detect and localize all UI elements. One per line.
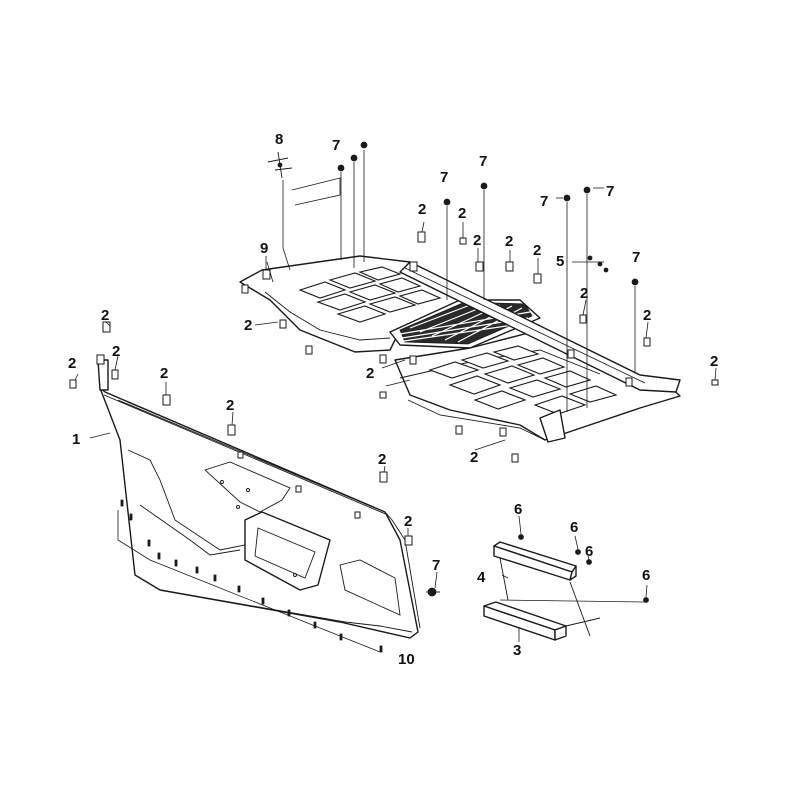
callout-7-dashes — [556, 187, 604, 199]
upper-leaders — [254, 150, 717, 451]
callout-3: 3 — [513, 642, 521, 659]
upper-floor-panels — [239, 255, 681, 443]
callout-9: 9 — [260, 240, 268, 257]
callout-2: 2 — [710, 353, 718, 370]
callout-10: 10 — [398, 651, 415, 668]
callout-6: 6 — [642, 567, 650, 584]
front-skid-plate — [97, 359, 421, 639]
callout-2: 2 — [458, 205, 466, 222]
rivet-row — [117, 499, 383, 653]
callout-6: 6 — [514, 501, 522, 518]
callout-7: 7 — [479, 153, 487, 170]
callout-7: 7 — [332, 137, 340, 154]
callout-6: 6 — [570, 519, 578, 536]
callout-7: 7 — [540, 193, 548, 210]
callout-5: 5 — [556, 253, 564, 270]
callout-2: 2 — [112, 343, 120, 360]
callout-2: 2 — [533, 242, 541, 259]
callout-1: 1 — [72, 431, 80, 448]
callout-4: 4 — [477, 569, 486, 586]
callouts: 1 2 2 2 2 2 2 2 2 2 2 2 2 2 2 2 2 2 2 3 … — [68, 131, 718, 668]
callout-2: 2 — [101, 307, 109, 324]
callout-7: 7 — [632, 249, 640, 266]
callout-2: 2 — [68, 355, 76, 372]
front-plate-clips — [69, 321, 413, 546]
callout-2: 2 — [366, 365, 374, 382]
callout-2: 2 — [580, 285, 588, 302]
bracket-part-3 — [483, 599, 647, 641]
callout-2: 2 — [244, 317, 252, 334]
callout-7: 7 — [432, 557, 440, 574]
callout-2: 2 — [470, 449, 478, 466]
misc-leaders — [74, 256, 409, 536]
callout-2: 2 — [226, 397, 234, 414]
bracket-part-4 — [493, 534, 649, 637]
callout-2: 2 — [378, 451, 386, 468]
callout-7: 7 — [440, 169, 448, 186]
callout-2: 2 — [404, 513, 412, 530]
callout-2: 2 — [505, 233, 513, 250]
callout-2: 2 — [643, 307, 651, 324]
callout-2: 2 — [160, 365, 168, 382]
bracket-leaders — [501, 515, 648, 642]
callout-6: 6 — [585, 543, 593, 560]
upper-bolts — [267, 141, 639, 286]
callout-7: 7 — [606, 183, 614, 200]
callout-2: 2 — [418, 201, 426, 218]
callout-8: 8 — [275, 131, 283, 148]
upper-panel-clips — [241, 231, 719, 463]
front-plate-bolt — [426, 571, 440, 597]
callout-2: 2 — [473, 232, 481, 249]
